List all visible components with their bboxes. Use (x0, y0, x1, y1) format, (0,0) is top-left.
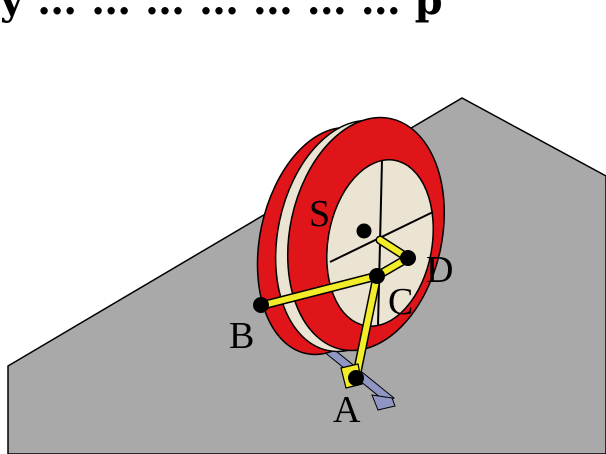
label-d: D (426, 249, 453, 291)
joint-b (253, 297, 269, 313)
joint-a (348, 370, 364, 386)
label-s: S (309, 193, 330, 235)
header-text: y … … … … … … … p (0, 0, 443, 24)
joint-s (356, 223, 372, 239)
joint-c (369, 268, 385, 284)
label-c: C (388, 281, 413, 323)
label-b: B (229, 315, 254, 357)
label-a: A (333, 389, 361, 431)
joint-d (400, 250, 416, 266)
